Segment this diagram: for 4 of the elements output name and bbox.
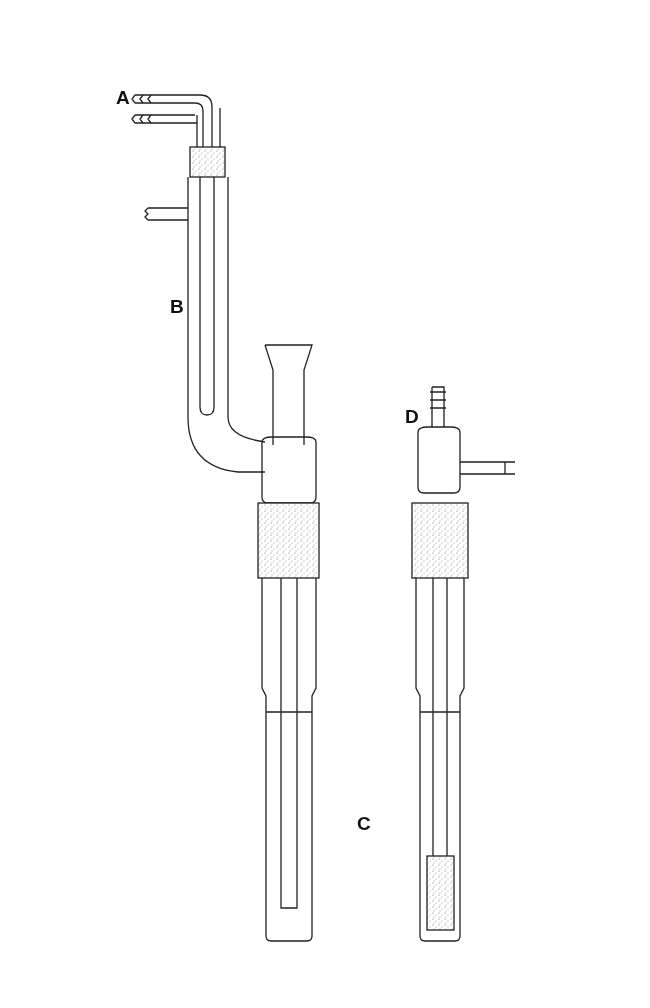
part-letter: D — [405, 407, 419, 426]
part-letter: C — [357, 814, 371, 833]
part-letter: A — [116, 88, 130, 107]
part-letter: B — [170, 297, 184, 316]
